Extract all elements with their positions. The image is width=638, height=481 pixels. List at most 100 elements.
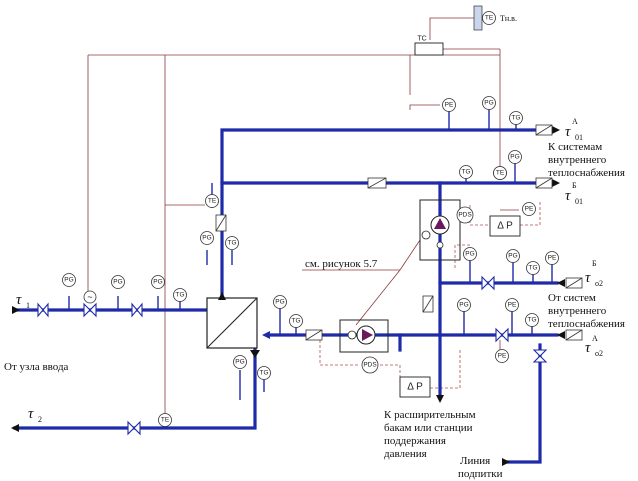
instrument-label: TG <box>528 265 537 272</box>
instrument-tg-in: TG <box>173 288 187 302</box>
instrument-circle <box>257 366 271 380</box>
flow-arrows <box>11 126 565 466</box>
tau-01b-sup: Б <box>572 181 577 190</box>
tau-02b-label: τ <box>585 270 591 286</box>
instrument-circle <box>508 150 522 164</box>
instrument-circle <box>62 273 76 287</box>
tau-2-sub: 2 <box>38 415 42 424</box>
instrument-pg-hx-out: PG <box>233 355 247 369</box>
tau-01a-sup: А <box>572 117 578 126</box>
instrument-label: PE <box>548 255 557 262</box>
instrument-circle <box>457 298 471 312</box>
instrument-label: TG <box>511 115 520 122</box>
from-input-label: От узла ввода <box>4 361 69 373</box>
instrument-pg-in-1: PG <box>62 273 76 287</box>
instrument-circle <box>482 96 496 110</box>
instrument-label: PG <box>64 277 73 284</box>
instrument-label: TE <box>485 15 494 22</box>
tau-2-label: τ <box>28 406 34 422</box>
instrument-label: TG <box>175 292 184 299</box>
instrument-label: PG <box>459 302 468 309</box>
instrument-circle <box>545 251 559 265</box>
svg-text:~: ~ <box>87 292 92 302</box>
valve-return <box>127 420 141 436</box>
pump-block-top <box>419 199 461 261</box>
see-figure-label: см. рисунок 5.7 <box>305 258 378 270</box>
instrument-label: PG <box>153 279 162 286</box>
instrument-circle <box>442 98 456 112</box>
instrument-pe-mid: PE <box>522 202 536 216</box>
instrument-circle <box>200 231 214 245</box>
outdoor-temp-label: Тн.в. <box>500 14 517 23</box>
instrument-te-mid: TE <box>493 166 507 180</box>
instrument-label: TE <box>161 417 170 424</box>
tau-01a-sub: 01 <box>575 133 583 142</box>
dp-bottom-label: Δ P <box>407 382 423 393</box>
tau-02a-label: τ <box>585 340 591 356</box>
pds-bottom-label: PDS <box>363 362 377 369</box>
to-systems-line-1: К системам <box>548 141 602 153</box>
tau-1-label: τ <box>16 292 22 308</box>
instrument-pe-r3: PE <box>505 298 519 312</box>
tau-02b-sup: Б <box>592 259 597 268</box>
heat-exchanger <box>206 292 270 358</box>
instrument-circle <box>482 11 496 25</box>
instrument-label: PG <box>510 154 519 161</box>
from-systems-line-1: От систем <box>548 292 596 304</box>
tau-02b-sub: о2 <box>595 279 603 288</box>
instrument-circle <box>151 275 165 289</box>
instrument-label: TG <box>227 240 236 247</box>
from-systems-line-2: внутреннего <box>548 305 607 317</box>
instrument-circle <box>495 349 509 363</box>
instrument-circle <box>509 111 523 125</box>
instrument-pg-left-mid: PG <box>200 231 214 245</box>
valve-right-2 <box>495 327 509 343</box>
instrument-circle <box>111 275 125 289</box>
tau-01b-label: τ <box>565 188 571 204</box>
instrument-label: PG <box>113 279 122 286</box>
control-valve: ~ <box>83 290 97 318</box>
instrument-circle <box>493 166 507 180</box>
tau-01a-label: τ <box>565 124 571 140</box>
instrument-label: PG <box>235 359 244 366</box>
instrument-tg-mid: TG <box>459 165 473 179</box>
instrument-te-return: TE <box>158 413 172 427</box>
valve-inlet-2 <box>131 302 143 318</box>
instrument-tg-left-mid: TG <box>225 236 239 250</box>
pds-top: PDS <box>456 206 474 224</box>
instrument-pg-hx-in: PG <box>273 295 287 309</box>
instrument-pg-mid: PG <box>508 150 522 164</box>
instrument-label: TG <box>291 318 300 325</box>
to-tanks-line-3: поддержания <box>384 435 446 447</box>
instrument-tg-top: TG <box>509 111 523 125</box>
instrument-label: PE <box>445 102 454 109</box>
instrument-tg-r1: TG <box>526 261 540 275</box>
instrument-pe-r1: PE <box>545 251 559 265</box>
instrument-label: TG <box>527 317 536 324</box>
tc-controller: TC <box>414 5 483 56</box>
instrument-circle <box>506 249 520 263</box>
instrument-pg-in-2: PG <box>111 275 125 289</box>
instrument-label: PG <box>484 100 493 107</box>
instrument-label: TE <box>496 170 505 177</box>
instrument-circle <box>233 355 247 369</box>
to-tanks-line-4: давления <box>384 448 427 460</box>
instrument-pe-top: PE <box>442 98 456 112</box>
instrument-circle <box>225 236 239 250</box>
tc-label: TC <box>417 36 426 43</box>
tau-02a-sub: о2 <box>595 349 603 358</box>
tau-1-sub: 1 <box>26 301 30 310</box>
to-systems-line-2: внутреннего <box>548 154 607 166</box>
dp-top: Δ P <box>489 215 521 237</box>
from-systems-line-3: теплоснабжения <box>548 318 625 330</box>
instrument-pg-r2: PG <box>463 247 477 261</box>
instrument-tg-hx-out: TG <box>257 366 271 380</box>
instrument-label: TG <box>461 169 470 176</box>
instrument-label: PG <box>202 235 211 242</box>
valve-inlet <box>37 302 49 318</box>
text-labels: τ 1 τ 2 τ 01 А τ 01 Б τ о2 Б τ о2 А Тн.в… <box>4 14 625 480</box>
instrument-pg-r1: PG <box>506 249 520 263</box>
makeup-line-2: подпитки <box>458 468 503 480</box>
instrument-circle <box>205 194 219 208</box>
